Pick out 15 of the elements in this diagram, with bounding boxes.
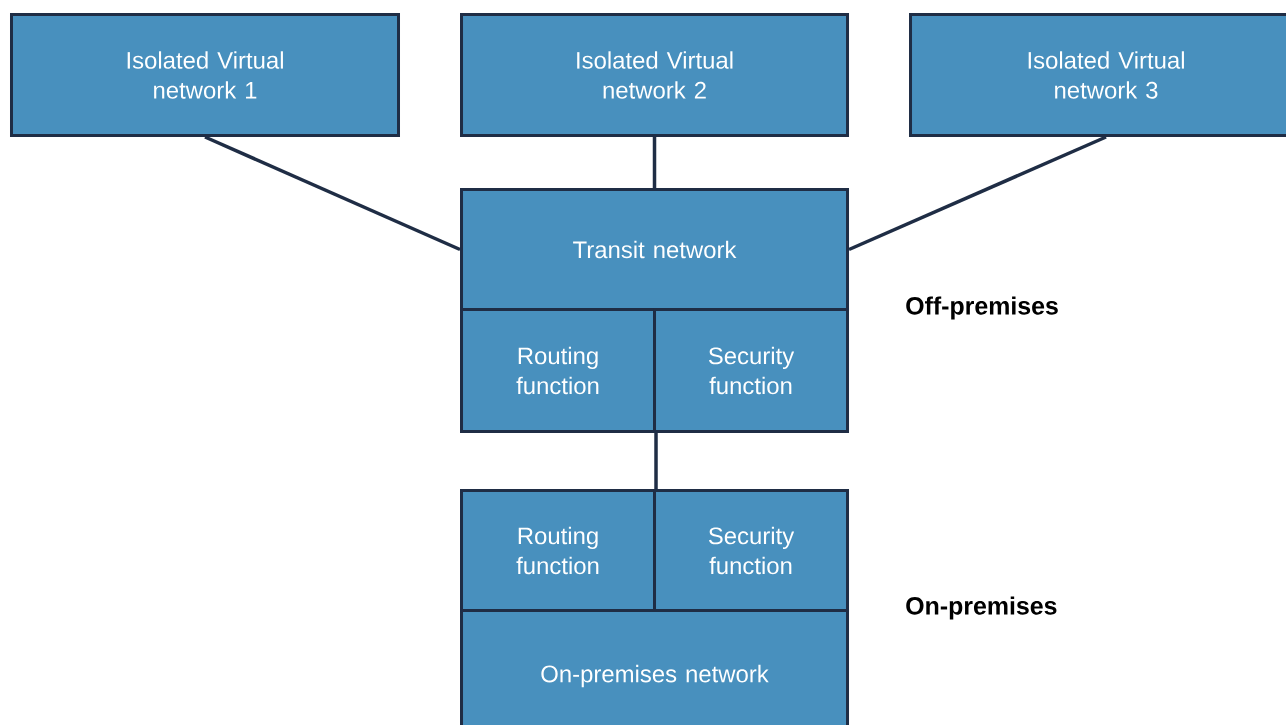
zone-label: On-premises — [906, 596, 1057, 620]
zone-label: Off-premises — [906, 296, 1058, 320]
network-box: Isolated Virtual network 1 — [10, 13, 400, 137]
network-box: Isolated Virtual network 2 — [460, 13, 849, 137]
connector-line — [204, 135, 461, 252]
network-box: Routing function — [460, 308, 656, 433]
network-box: Security function — [653, 308, 849, 433]
network-box: Security function — [653, 489, 849, 612]
network-box: Transit network — [460, 188, 849, 311]
network-box: Routing function — [460, 489, 656, 612]
network-box: On-premises network — [460, 609, 849, 725]
network-box: Isolated Virtual network 3 — [909, 13, 1286, 137]
connector-line — [652, 137, 657, 188]
connector-line — [654, 433, 658, 489]
connector-line — [848, 135, 1107, 252]
